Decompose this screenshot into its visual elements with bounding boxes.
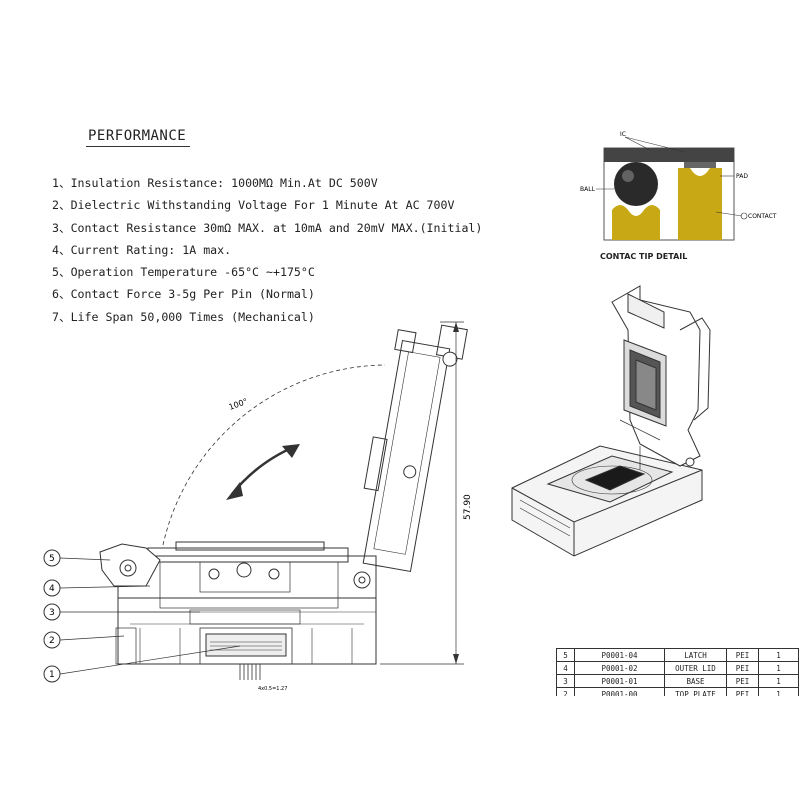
rotation-arc bbox=[162, 364, 386, 546]
spec-item: 1、Insulation Resistance: 1000MΩ Min.At D… bbox=[52, 176, 378, 190]
bom-cell: P0001-01 bbox=[574, 674, 665, 688]
callout-3: 3 bbox=[49, 608, 55, 618]
spec-item: 3、Contact Resistance 30mΩ MAX. at 10mA a… bbox=[52, 220, 483, 235]
solder-ball bbox=[614, 162, 658, 206]
performance-underline bbox=[86, 146, 190, 147]
contact-tip-detail: IC BALL PAD CONTACT bbox=[580, 131, 777, 241]
bom-cell: 1 bbox=[758, 661, 799, 675]
contact-label: CONTACT bbox=[748, 213, 777, 220]
bom-cell: PEI bbox=[726, 687, 759, 696]
spec-list: 1、Insulation Resistance: 1000MΩ Min.At D… bbox=[52, 172, 482, 328]
right-pin bbox=[678, 168, 722, 240]
spec-item: 5、Operation Temperature -65°C ~+175°C bbox=[52, 265, 315, 280]
contact-detail-caption: CONTAC TIP DETAIL bbox=[600, 252, 688, 261]
performance-title: PERFORMANCE bbox=[88, 128, 187, 144]
pad-label: PAD bbox=[736, 173, 748, 180]
bom-cell: 1 bbox=[758, 687, 799, 696]
bom-cell: 5 bbox=[556, 648, 575, 662]
bom-cell: BASE bbox=[664, 674, 727, 688]
bom-cell: P0001-00 bbox=[574, 687, 665, 696]
spec-item: 6、Contact Force 3-5g Per Pin (Normal) bbox=[52, 287, 315, 302]
bom-cell: OUTER LID bbox=[664, 661, 727, 675]
pitch-label: 4x0.5=1.27 bbox=[258, 686, 287, 692]
open-lid bbox=[362, 324, 468, 573]
spec-item: 7、Life Span 50,000 Times (Mechanical) bbox=[52, 309, 315, 324]
height-dimension: 57.90 bbox=[463, 494, 473, 520]
bom-cell: LATCH bbox=[664, 648, 727, 662]
bom-cell: PEI bbox=[726, 674, 759, 688]
ball-highlight bbox=[622, 170, 634, 182]
ball-label: BALL bbox=[580, 186, 596, 193]
bom-cell: 3 bbox=[556, 674, 575, 688]
spec-item: 2、Dielectric Withstanding Voltage For 1 … bbox=[52, 198, 455, 213]
angle-label: 100° bbox=[228, 397, 249, 412]
callout-2: 2 bbox=[49, 636, 55, 646]
bom-cell: 4 bbox=[556, 661, 575, 675]
ic-body bbox=[604, 148, 734, 162]
callout-5: 5 bbox=[49, 554, 55, 564]
side-elevation bbox=[43, 321, 468, 683]
left-pin bbox=[612, 205, 660, 240]
bom-cell: P0001-04 bbox=[574, 648, 665, 662]
bom-cell: P0001-02 bbox=[574, 661, 665, 675]
bom-cell: TOP PLATE bbox=[664, 687, 727, 696]
pad bbox=[684, 162, 716, 168]
bom-cell: 1 bbox=[758, 648, 799, 662]
bom-cell: 2 bbox=[556, 687, 575, 696]
isometric-socket bbox=[511, 285, 711, 557]
spec-item: 4、Current Rating: 1A max. bbox=[52, 242, 232, 257]
bom-cell: 1 bbox=[758, 674, 799, 688]
callout-1: 1 bbox=[49, 670, 55, 680]
callout-4: 4 bbox=[49, 584, 55, 594]
bom-cell: PEI bbox=[726, 661, 759, 675]
bom-cell: PEI bbox=[726, 648, 759, 662]
ic-label: IC bbox=[620, 131, 626, 138]
